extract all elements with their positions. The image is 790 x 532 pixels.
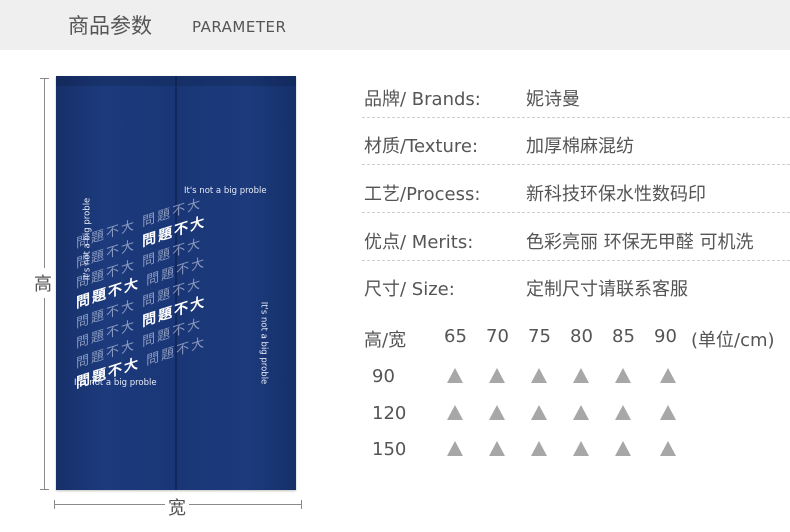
triangle-icon	[615, 441, 631, 456]
curtain-split	[175, 76, 177, 490]
triangle-icon	[573, 368, 589, 383]
size-table-unit: (单位/cm)	[691, 330, 775, 351]
dimension-tick	[40, 489, 49, 490]
size-table-width: 85	[612, 326, 635, 347]
triangle-icon	[531, 441, 547, 456]
section-title: 商品参数	[68, 14, 152, 38]
divider	[362, 164, 790, 165]
header-bar: 商品参数 PARAMETER	[0, 0, 790, 50]
size-table-width: 90	[654, 326, 677, 347]
width-dimension-label: 宽	[165, 494, 189, 520]
spec-label: 工艺/Process:	[364, 184, 481, 205]
spec-label: 品牌/ Brands:	[364, 89, 481, 110]
triangle-icon	[660, 405, 676, 420]
size-table-height: 150	[372, 439, 407, 460]
size-table-height: 90	[372, 366, 395, 387]
spec-label: 优点/ Merits:	[364, 232, 474, 253]
triangle-icon	[447, 368, 463, 383]
size-table-width: 65	[444, 326, 467, 347]
size-table-width: 80	[570, 326, 593, 347]
size-table-corner: 高/宽	[364, 330, 407, 351]
triangle-icon	[531, 368, 547, 383]
section-subtitle: PARAMETER	[192, 18, 287, 36]
spec-row-texture: 材质/Texture: 加厚棉麻混纺	[364, 132, 634, 158]
spec-row-size: 尺寸/ Size: 定制尺寸请联系客服	[364, 275, 688, 301]
spec-row-merits: 优点/ Merits: 色彩亮丽 环保无甲醛 可机洗	[364, 228, 753, 254]
divider	[362, 260, 790, 261]
triangle-icon	[489, 405, 505, 420]
size-table-width: 70	[486, 326, 509, 347]
triangle-icon	[489, 441, 505, 456]
triangle-icon	[573, 441, 589, 456]
curtain-image: It's not a big proble It's not a big pro…	[56, 76, 296, 490]
triangle-icon	[447, 441, 463, 456]
spec-label: 材质/Texture:	[364, 136, 479, 157]
spec-value: 加厚棉麻混纺	[526, 136, 634, 157]
spec-row-brand: 品牌/ Brands: 妮诗曼	[364, 85, 580, 111]
triangle-icon	[573, 405, 589, 420]
triangle-icon	[447, 405, 463, 420]
spec-value: 色彩亮丽 环保无甲醛 可机洗	[526, 232, 754, 253]
curtain-calligraphy-pattern: 問題不大 問題不大 問題不大 問題不大 問題不大 問題不大 問題不大 問題不大 …	[76, 171, 266, 403]
triangle-icon	[660, 368, 676, 383]
spec-label: 尺寸/ Size:	[364, 279, 455, 300]
triangle-icon	[531, 405, 547, 420]
height-dimension-label: 高	[34, 268, 52, 298]
size-table-width: 75	[528, 326, 551, 347]
dimension-tick	[40, 78, 49, 79]
triangle-icon	[489, 368, 505, 383]
triangle-icon	[615, 368, 631, 383]
curtain-print-text: It's not a big proble	[184, 186, 267, 196]
triangle-icon	[660, 441, 676, 456]
spec-row-process: 工艺/Process: 新科技环保水性数码印	[364, 180, 706, 206]
size-table-height: 120	[372, 403, 407, 424]
spec-value: 定制尺寸请联系客服	[526, 279, 688, 300]
dimension-tick	[54, 500, 55, 509]
divider	[362, 117, 790, 118]
curtain-print-text: It's not a big proble	[74, 378, 157, 388]
divider	[362, 212, 790, 213]
spec-value: 妮诗曼	[526, 89, 580, 110]
spec-value: 新科技环保水性数码印	[526, 184, 706, 205]
triangle-icon	[615, 405, 631, 420]
dimension-tick	[301, 500, 302, 509]
